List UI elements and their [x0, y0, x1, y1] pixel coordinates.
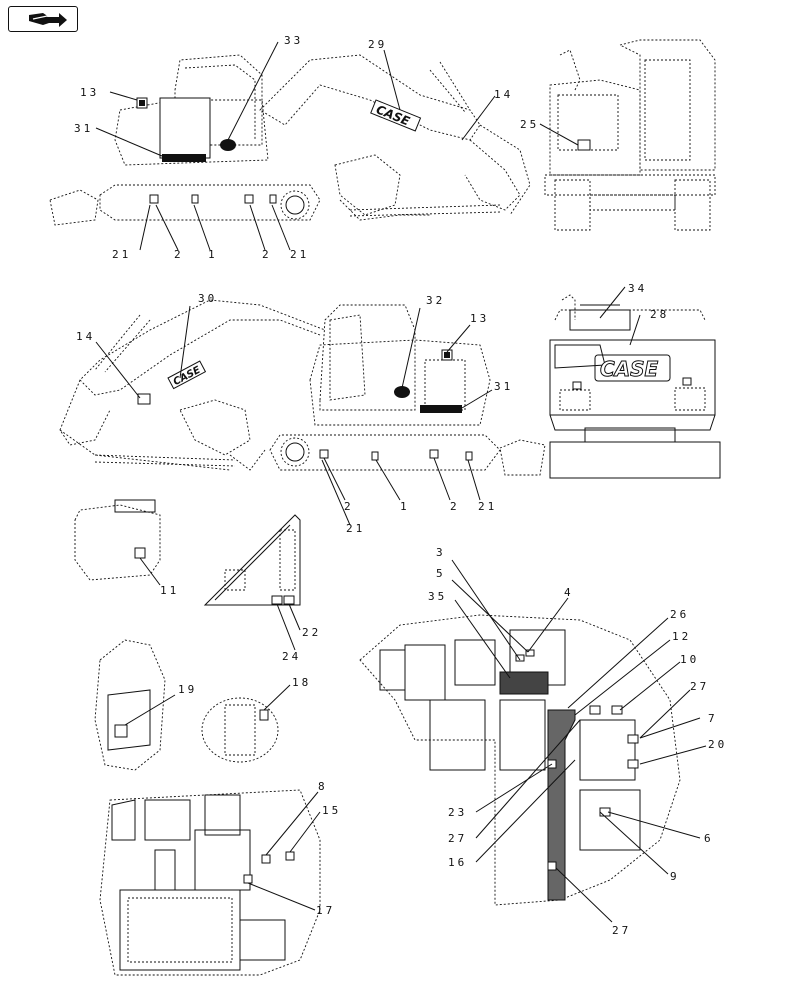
- plan-view-right: [359, 559, 707, 923]
- callout-1: 1: [208, 248, 218, 261]
- callout-13b: 13: [470, 312, 489, 325]
- callout-14: 14: [494, 88, 513, 101]
- callout-32: 32: [426, 294, 445, 307]
- callout-10: 10: [680, 653, 699, 666]
- callout-28: 28: [650, 308, 669, 321]
- callout-3: 3: [436, 546, 446, 559]
- callout-21b: 21: [290, 248, 309, 261]
- callout-31b: 31: [494, 380, 513, 393]
- callout-23: 23: [448, 806, 467, 819]
- callout-26: 26: [670, 608, 689, 621]
- detail-view-11: [74, 499, 161, 586]
- excavator-side-view-mid: CASE: [59, 299, 546, 526]
- detail-view-22-24: [203, 514, 301, 651]
- detail-view-18: [201, 684, 291, 763]
- callout-18: 18: [292, 676, 311, 689]
- callout-27a: 27: [690, 680, 709, 693]
- callout-16: 16: [448, 856, 467, 869]
- excavator-side-view-top: CASE: [49, 41, 531, 251]
- callout-19: 19: [178, 683, 197, 696]
- callout-2d: 2: [450, 500, 460, 513]
- brand-logo-rear: CASE: [600, 357, 659, 381]
- excavator-rear-view-mid: CASE: [549, 286, 721, 479]
- callout-11: 11: [160, 584, 179, 597]
- callout-2b: 2: [262, 248, 272, 261]
- callout-21a: 21: [112, 248, 131, 261]
- callout-6: 6: [704, 832, 714, 845]
- callout-13: 13: [80, 86, 99, 99]
- callout-35: 35: [428, 590, 447, 603]
- callout-31: 31: [74, 122, 93, 135]
- callout-12: 12: [672, 630, 691, 643]
- callout-33: 33: [284, 34, 303, 47]
- callout-21d: 21: [346, 522, 365, 535]
- brand-logo-top: CASE: [374, 102, 412, 128]
- callout-27c: 27: [612, 924, 631, 937]
- callout-2a: 2: [174, 248, 184, 261]
- nav-icon-box[interactable]: [8, 6, 78, 32]
- callout-2c: 2: [344, 500, 354, 513]
- detail-view-19: [94, 639, 176, 771]
- callout-4: 4: [564, 586, 574, 599]
- callout-20: 20: [708, 738, 727, 751]
- callout-21c: 21: [478, 500, 497, 513]
- callout-9: 9: [670, 870, 680, 883]
- callout-14b: 14: [76, 330, 95, 343]
- callout-17: 17: [316, 904, 335, 917]
- callout-1b: 1: [400, 500, 410, 513]
- callout-15: 15: [322, 804, 341, 817]
- callout-30: 30: [198, 292, 217, 305]
- callout-24: 24: [282, 650, 301, 663]
- book-arrow-icon: [29, 13, 67, 27]
- callout-8: 8: [318, 780, 328, 793]
- callout-22: 22: [302, 626, 321, 639]
- callout-5: 5: [436, 567, 446, 580]
- callout-7: 7: [708, 712, 718, 725]
- callout-29: 29: [368, 38, 387, 51]
- callout-34: 34: [628, 282, 647, 295]
- plan-view-left: [99, 789, 321, 976]
- callout-27b: 27: [448, 832, 467, 845]
- callout-25: 25: [520, 118, 539, 131]
- excavator-rear-view-top: [539, 39, 716, 231]
